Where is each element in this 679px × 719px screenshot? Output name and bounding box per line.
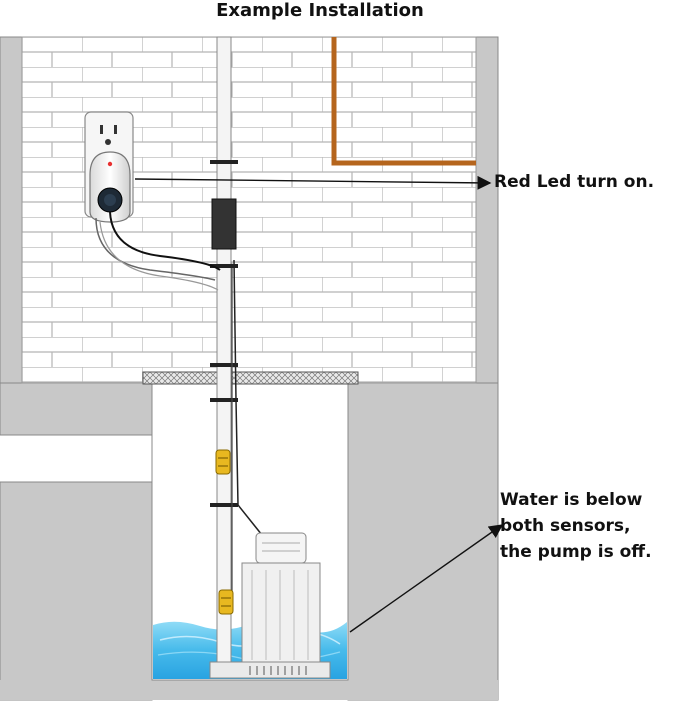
power-cable (99, 221, 219, 291)
floor-base (0, 680, 498, 700)
sump-pump-icon (209, 532, 331, 679)
copper-pipe (331, 37, 476, 166)
floor-slab-right (347, 382, 499, 701)
water-callout-line: both sensors, (500, 516, 631, 536)
led-callout-arrow (134, 175, 492, 190)
pump-controller-icon (89, 151, 131, 223)
floor-slab-left-upper (0, 382, 153, 436)
power-cable (109, 211, 221, 271)
discharge-pipe (216, 36, 232, 663)
right-wall (475, 36, 499, 384)
led-callout-label: Red Led turn on. (494, 172, 655, 192)
float-sensor-icon (215, 449, 231, 475)
pit-cover (142, 371, 359, 385)
float-sensor-icon (218, 589, 234, 615)
pipe-coupling (211, 198, 237, 250)
water-callout-label: Water is below both sensors, the pump is… (500, 487, 652, 565)
water-callout-line: the pump is off. (500, 542, 652, 562)
sensor-cable (233, 259, 263, 536)
diagram-title: Example Installation (216, 0, 424, 21)
water-callout-line: Water is below (500, 490, 643, 510)
power-cable (95, 217, 216, 281)
floor-slab-left-lower (0, 481, 153, 701)
left-wall (0, 36, 23, 384)
red-led-icon (107, 161, 113, 167)
water-callout-arrow (349, 524, 504, 633)
